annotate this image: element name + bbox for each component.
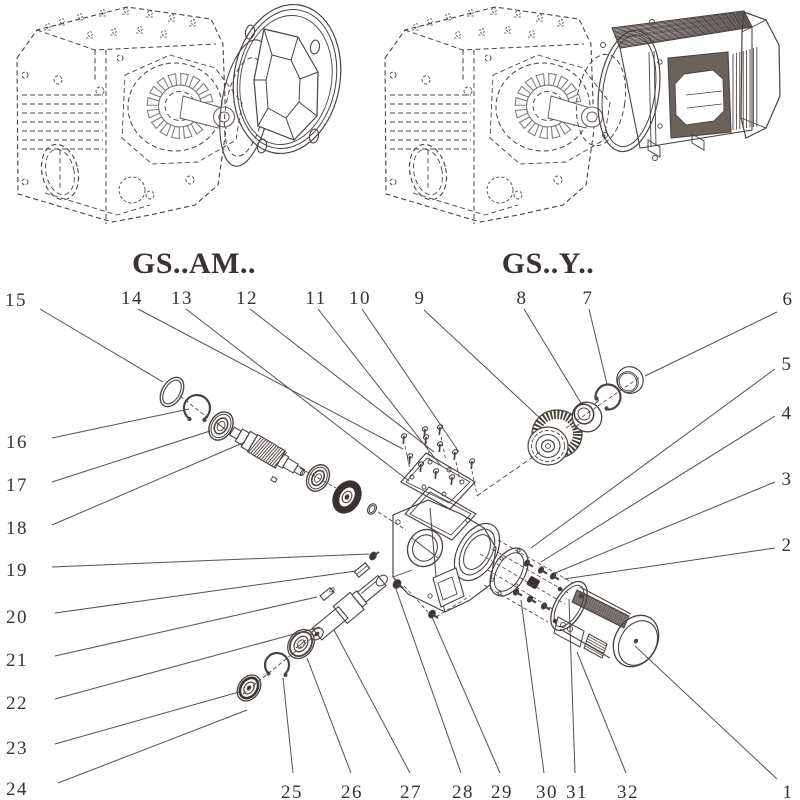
svg-text:30: 30 — [536, 782, 558, 800]
svg-text:25: 25 — [281, 782, 303, 800]
svg-text:15: 15 — [5, 290, 27, 311]
svg-text:5: 5 — [782, 354, 793, 375]
svg-text:28: 28 — [452, 782, 474, 800]
svg-text:32: 32 — [617, 782, 639, 800]
svg-text:12: 12 — [236, 288, 258, 309]
svg-text:23: 23 — [6, 738, 28, 759]
svg-text:24: 24 — [6, 779, 28, 800]
svg-text:9: 9 — [415, 288, 426, 309]
svg-text:4: 4 — [782, 403, 793, 424]
svg-text:GS..AM..: GS..AM.. — [132, 247, 256, 280]
svg-text:22: 22 — [6, 693, 28, 714]
svg-text:17: 17 — [6, 475, 28, 496]
svg-text:21: 21 — [6, 650, 28, 671]
svg-text:29: 29 — [491, 782, 513, 800]
svg-text:11: 11 — [305, 288, 326, 309]
svg-text:13: 13 — [171, 288, 193, 309]
svg-text:14: 14 — [121, 288, 143, 309]
svg-text:20: 20 — [6, 607, 28, 628]
svg-text:8: 8 — [517, 288, 528, 309]
svg-text:18: 18 — [6, 518, 28, 539]
svg-text:GS..Y..: GS..Y.. — [502, 247, 594, 280]
svg-text:7: 7 — [583, 288, 594, 309]
svg-text:1: 1 — [783, 782, 794, 800]
svg-text:31: 31 — [566, 782, 588, 800]
svg-text:10: 10 — [349, 288, 371, 309]
svg-text:16: 16 — [6, 432, 28, 453]
svg-text:3: 3 — [782, 469, 793, 490]
svg-text:26: 26 — [341, 782, 363, 800]
svg-text:6: 6 — [783, 289, 794, 310]
svg-text:19: 19 — [6, 560, 28, 581]
svg-text:27: 27 — [400, 782, 422, 800]
svg-text:2: 2 — [782, 535, 793, 556]
